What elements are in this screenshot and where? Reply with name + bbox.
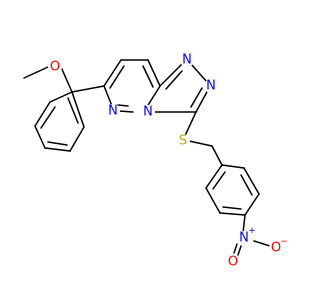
bond-methyl-o bbox=[23, 66, 49, 79]
atom-label: O bbox=[50, 60, 60, 75]
bond-ph-4b bbox=[47, 141, 68, 146]
atom-label: N bbox=[108, 104, 118, 119]
bond-n-oa bbox=[233, 243, 238, 254]
atom-charge: + bbox=[248, 226, 256, 236]
molecule-structure: O N N N N S N + O bbox=[23, 53, 288, 270]
atom-label: N bbox=[143, 105, 153, 120]
bond-ph-3 bbox=[34, 125, 46, 149]
atom-label: N bbox=[239, 231, 249, 246]
bond-np-4 bbox=[219, 212, 246, 216]
bond-pz-1 bbox=[103, 59, 122, 87]
atom-nitrogen-triazole-1: N bbox=[180, 53, 194, 68]
bond-ph-6b bbox=[67, 97, 79, 124]
bond-pz-3 bbox=[147, 59, 161, 87]
atom-label: O bbox=[271, 241, 281, 256]
atom-sulfur: S bbox=[176, 134, 190, 149]
bond-aryl-n bbox=[242, 214, 246, 234]
bond-tz-1 bbox=[159, 63, 183, 87]
bond-np-3 bbox=[244, 193, 260, 216]
atom-label: N bbox=[206, 79, 216, 94]
bond-tz-3 bbox=[195, 89, 209, 113]
bond-tz-1b bbox=[165, 70, 183, 90]
atom-nitrogen-nitro: N + bbox=[237, 226, 256, 246]
bond-ph-2b bbox=[40, 106, 56, 129]
bond-ph-4 bbox=[44, 147, 71, 152]
bond-np-2b bbox=[240, 174, 253, 196]
bond-s-ch2 bbox=[188, 140, 213, 147]
bond-n-ob bbox=[253, 240, 271, 247]
atom-labels: O N N N N S N + O bbox=[48, 53, 288, 270]
atom-label: N bbox=[182, 53, 192, 68]
bond-pz-5b bbox=[117, 104, 129, 107]
bond-tz-3b bbox=[190, 87, 203, 108]
atom-oxygen-nitro-double: O bbox=[226, 255, 240, 270]
bond-pz-3b bbox=[142, 65, 154, 88]
bond-ph-2 bbox=[34, 101, 51, 127]
bond-aryl-pyridazine bbox=[71, 85, 105, 93]
bond-o-aryl bbox=[60, 66, 73, 93]
atom-nitrogen-triazole-2: N bbox=[204, 79, 218, 94]
bonds bbox=[23, 59, 271, 256]
bond-ph-1 bbox=[49, 91, 73, 103]
bond-ph-5 bbox=[69, 126, 85, 152]
bond-np-5 bbox=[205, 187, 221, 214]
bond-tz-2 bbox=[190, 63, 208, 83]
bond-ch2-aryl bbox=[211, 145, 223, 166]
atom-oxygen-methoxy: O bbox=[48, 60, 62, 75]
atom-nitrogen-pyridazine: N bbox=[106, 104, 120, 119]
atom-charge: − bbox=[280, 237, 288, 247]
bond-pz-1b bbox=[109, 65, 125, 89]
bond-np-1 bbox=[221, 164, 245, 169]
bond-ph-6 bbox=[71, 91, 85, 128]
atom-label: O bbox=[228, 255, 238, 270]
atom-oxygen-nitro-anion: O − bbox=[269, 237, 288, 256]
atom-label: S bbox=[179, 134, 187, 149]
bond-np-4b bbox=[222, 206, 242, 210]
bond-np-6 bbox=[205, 164, 223, 189]
bond-n-oa-b bbox=[237, 245, 242, 256]
bond-np-2 bbox=[243, 167, 260, 195]
bond-pz-6 bbox=[103, 85, 113, 107]
bond-np-6b bbox=[212, 171, 226, 190]
atom-nitrogen-bridgehead: N bbox=[141, 105, 155, 120]
bond-pz-5 bbox=[118, 110, 134, 113]
bond-c-s bbox=[183, 111, 197, 139]
